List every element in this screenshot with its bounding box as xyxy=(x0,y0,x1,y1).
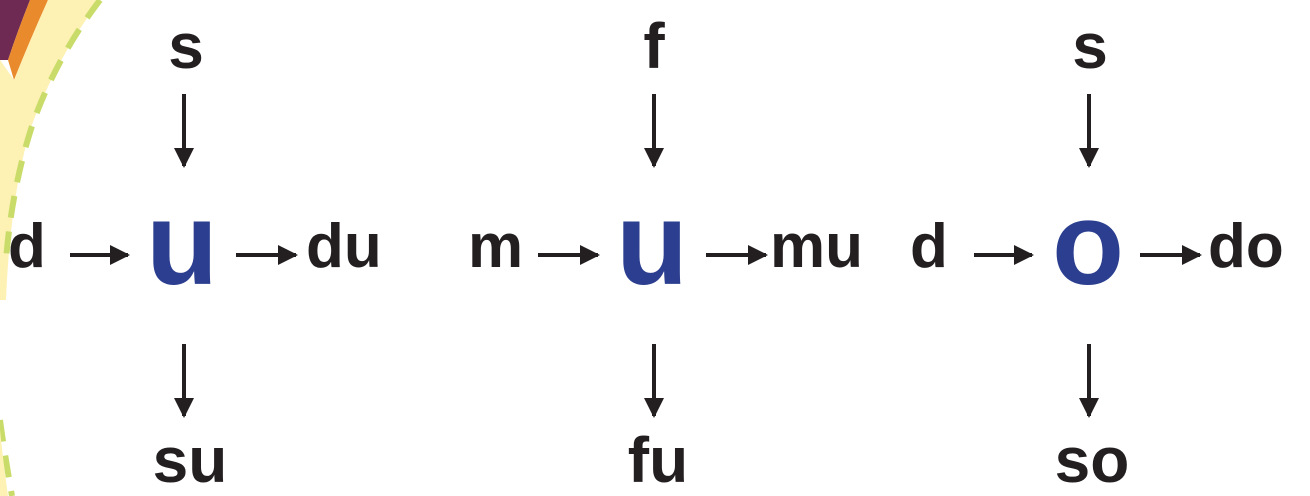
group-1-top-consonant: s xyxy=(168,10,204,82)
green-dashed-arc-bottom xyxy=(0,419,15,496)
group-3-vowel: o xyxy=(1051,178,1125,310)
group-3-bottom-syllable: so xyxy=(1054,424,1130,496)
group-3-top-consonant: s xyxy=(1072,10,1108,82)
cream-arc-shape xyxy=(0,0,100,300)
orange-arc-shape xyxy=(8,0,48,80)
group-1-bottom-syllable: su xyxy=(152,424,228,496)
group-2-vowel: u xyxy=(615,178,689,310)
group-3-left-consonant: d xyxy=(910,212,948,281)
green-dashed-arc xyxy=(3,0,103,261)
group-2-top-consonant: f xyxy=(643,10,665,82)
group-3-right-syllable: do xyxy=(1208,212,1284,281)
group-1-vowel: u xyxy=(145,178,219,310)
group-2-bottom-syllable: fu xyxy=(627,424,689,496)
decorative-corner-swirl xyxy=(0,0,103,496)
cream-arc-bottom xyxy=(0,430,8,496)
group-2-left-consonant: m xyxy=(468,212,524,281)
group-1-left-consonant: d xyxy=(8,212,46,281)
group-2-right-syllable: mu xyxy=(770,212,863,281)
purple-corner-shape xyxy=(0,0,30,60)
group-1-right-syllable: du xyxy=(306,212,382,281)
